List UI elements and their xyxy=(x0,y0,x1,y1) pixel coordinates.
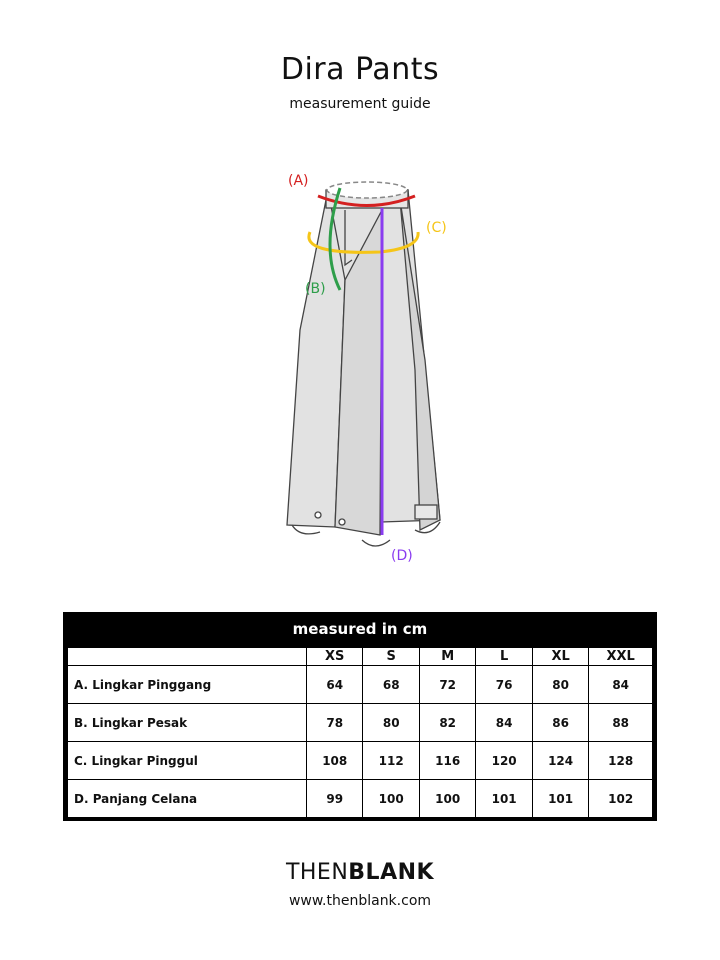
cell: 128 xyxy=(588,741,653,780)
cell: 76 xyxy=(475,665,533,704)
cell: 72 xyxy=(418,665,477,704)
cell: 100 xyxy=(418,779,477,818)
table-row: A. Lingkar Pinggang 64 68 72 76 80 84 xyxy=(67,665,653,704)
label-b: (B) xyxy=(305,281,326,297)
size-header: L xyxy=(475,647,533,666)
cell: 68 xyxy=(362,665,420,704)
table-row: C. Lingkar Pinggul 108 112 116 120 124 1… xyxy=(67,741,653,780)
size-table: measured in cm XS S M L XL XXL A. Lingka… xyxy=(63,612,657,821)
row-label: A. Lingkar Pinggang xyxy=(67,665,307,704)
cell: 84 xyxy=(475,703,533,742)
cell: 116 xyxy=(418,741,477,780)
table-header-row: XS S M L XL XXL xyxy=(67,647,653,666)
pants-illustration xyxy=(286,189,441,547)
label-c: (C) xyxy=(426,220,447,236)
cell: 100 xyxy=(362,779,420,818)
brand-light: THEN xyxy=(285,860,349,885)
measure-b-rise xyxy=(328,187,342,291)
brand-logo: THENBLANK xyxy=(0,860,720,885)
cell: 108 xyxy=(305,741,364,780)
label-d: (D) xyxy=(391,548,413,564)
table-row: D. Panjang Celana 99 100 100 101 101 102 xyxy=(67,779,653,818)
cell: 88 xyxy=(588,703,653,742)
cell: 124 xyxy=(531,741,590,780)
pants-diagram xyxy=(286,181,441,547)
cell: 102 xyxy=(588,779,653,818)
cell: 80 xyxy=(362,703,420,742)
measure-c-hip xyxy=(307,231,420,254)
page-title: Dira Pants xyxy=(280,52,440,87)
cell: 84 xyxy=(588,665,653,704)
row-label: C. Lingkar Pinggul xyxy=(67,741,307,780)
header-blank xyxy=(67,647,307,666)
size-header: XXL xyxy=(588,647,653,666)
table-row: B. Lingkar Pesak 78 80 82 84 86 88 xyxy=(67,703,653,742)
size-header: XL xyxy=(531,647,590,666)
size-header: M xyxy=(418,647,477,666)
table-caption: measured in cm xyxy=(292,620,428,638)
cell: 64 xyxy=(305,665,364,704)
cell: 82 xyxy=(418,703,477,742)
cell: 112 xyxy=(362,741,420,780)
brand-bold: BLANK xyxy=(348,860,435,885)
cell: 120 xyxy=(475,741,533,780)
measure-a-waist xyxy=(317,194,416,207)
row-label: B. Lingkar Pesak xyxy=(67,703,307,742)
cell: 80 xyxy=(531,665,590,704)
cell: 78 xyxy=(305,703,364,742)
size-header: XS xyxy=(305,647,364,666)
page-subtitle: measurement guide xyxy=(289,96,431,112)
cell: 99 xyxy=(305,779,364,818)
size-header: S xyxy=(362,647,420,666)
cell: 101 xyxy=(531,779,590,818)
label-a: (A) xyxy=(288,173,309,189)
cell: 86 xyxy=(531,703,590,742)
waist-opening xyxy=(326,181,408,199)
row-label: D. Panjang Celana xyxy=(67,779,307,818)
website-link[interactable]: www.thenblank.com xyxy=(288,893,432,909)
cell: 101 xyxy=(475,779,533,818)
size-chart: XS S M L XL XXL A. Lingkar Pinggang 64 6… xyxy=(67,647,653,818)
